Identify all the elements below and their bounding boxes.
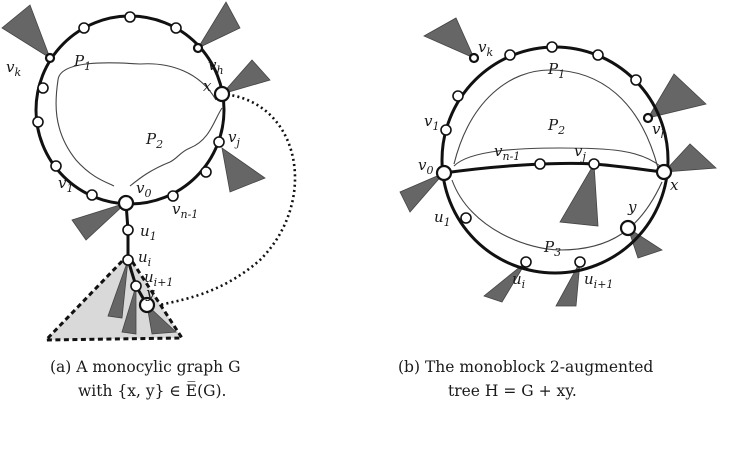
panel-b: vk P1 v1 P2 vh vn-1 vj v0 x y u1 P3 ui u… [398,17,717,400]
label-v0-b: v0 [418,156,433,177]
vertex-vn1-b [534,158,546,170]
vertex-vk-b [468,52,480,64]
caption-a-line1: (a) A monocylic graph G [50,358,240,376]
subtree-region [42,252,185,342]
label-p1-b: P1 [547,60,565,81]
label-vh-b: vh [652,120,668,141]
pendant-tree-vh [196,1,241,49]
caption-a-line2: with {x, y} ∈ E̅(G). [78,381,226,400]
label-ui: ui [138,248,151,269]
label-vk: vk [6,58,21,79]
caption-b-line1: (b) The monoblock 2-augmented [398,358,653,376]
pendant-tree-vk [1,4,51,59]
pendant-tree-v0 [71,202,127,241]
label-p1: P1 [73,52,91,73]
label-p2-b: P2 [547,116,565,137]
vertex-y [138,296,156,314]
vertex-ui-b [520,256,532,268]
path-p2 [129,107,223,187]
vertex-u1 [122,224,134,236]
pendant-tree-ui [107,259,129,319]
label-ui1: ui+1 [144,268,173,289]
path-p1 [55,62,217,187]
label-vj-b: vj [574,142,586,163]
non-edge-xy [159,92,297,307]
path-p2-b [453,147,661,167]
vertex-y-b [619,219,637,237]
pendant-tree-ui1-b [555,261,581,307]
label-v0: v0 [136,179,151,200]
pendant-tree-vk-b [423,17,475,59]
pendant-tree-ui1 [121,285,137,335]
pendant-tree-vj [221,147,266,193]
vertex-x [213,85,231,103]
label-u1-b: u1 [434,208,451,229]
label-vj: vj [228,128,240,149]
label-v1: v1 [58,174,73,195]
vertex-ui [122,254,134,266]
pendant-tree-y [146,303,177,335]
cycle-a-vertices [32,11,225,202]
vertex-vk [44,52,56,64]
label-vn1: vn-1 [172,200,198,221]
panel-a: vk vh x P1 P2 vj v1 v0 vn-1 u1 ui ui+1 y… [1,1,297,400]
pendant-tree-vj-b [559,162,599,227]
path-p3-b [451,179,663,251]
label-u1: u1 [140,222,157,243]
label-vn1-b: vn-1 [494,142,520,163]
vertex-v0-b [435,164,453,182]
label-x-b: x [670,176,679,194]
pendant-tree-vh-b [647,73,707,119]
path-p1-b [453,69,659,169]
label-vk-b: vk [478,38,493,59]
label-y: y [145,284,155,302]
vertex-vh-b [642,112,654,124]
pendant-tree-x-b [663,143,717,173]
vertex-ui1 [130,280,142,292]
label-ui-b: ui [512,270,525,291]
vertex-vj-b [588,158,600,170]
cycle-b-vertices [440,41,642,224]
label-vh: vh [208,56,224,77]
vertex-x-b [655,163,673,181]
vertex-v0 [117,194,135,212]
label-x: x [203,77,212,95]
pendant-tree-x [220,59,271,95]
caption-b-line2: tree H = G + xy. [448,382,577,400]
pendant-tree-ui-b [483,261,527,303]
label-y-b: y [627,198,637,216]
pendant-tree-v0-b [399,172,445,213]
label-p2: P2 [145,130,163,151]
label-ui1-b: ui+1 [584,270,613,291]
vertex-vh [192,42,204,54]
label-p3-b: P3 [543,238,561,259]
chord-v0-x [443,161,665,175]
vertex-ui1-b [574,256,586,268]
label-v1-b: v1 [424,112,439,133]
